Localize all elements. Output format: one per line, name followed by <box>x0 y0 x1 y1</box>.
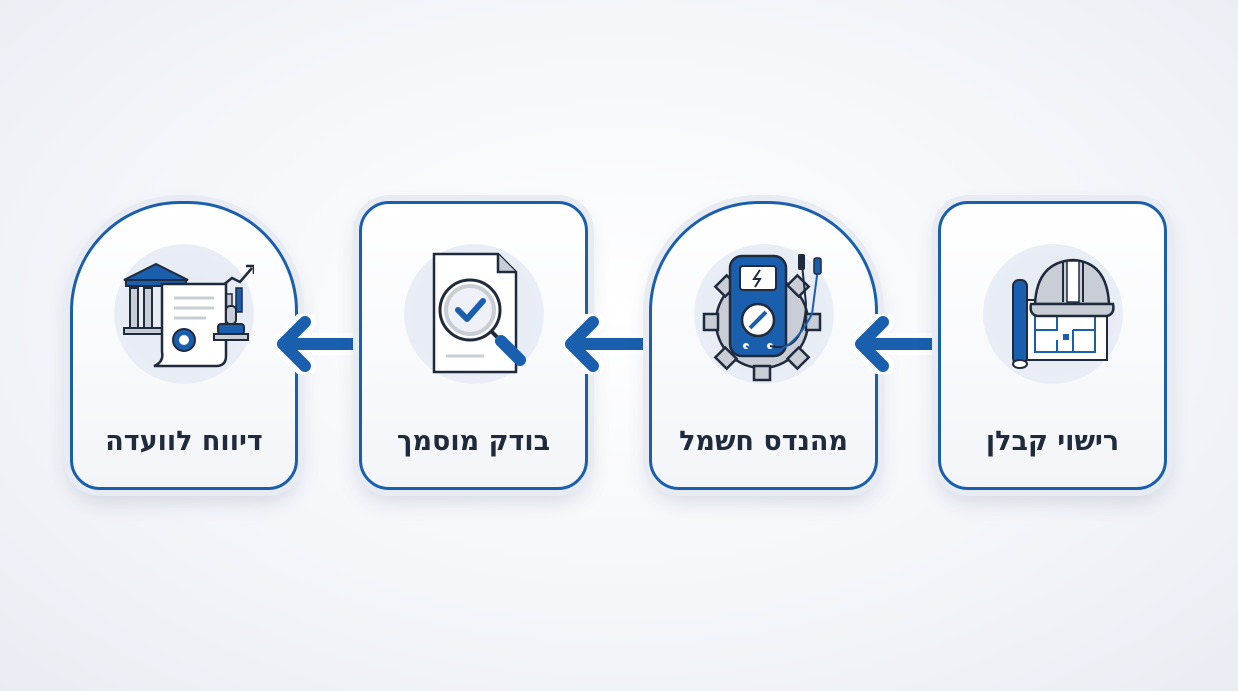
step-label-certified-inspector: בודק מוסמך <box>396 426 551 457</box>
step-label-report-to-committee: דיווח לוועדה <box>105 426 263 457</box>
step-card-report-to-committee: דיווח לוועדה <box>70 201 298 490</box>
multimeter-gear-icon <box>693 244 834 384</box>
step-label-contractor-licensing: רישוי קבלן <box>985 426 1120 457</box>
flow-arrow-left <box>850 311 963 377</box>
flow-arrow-left <box>272 311 385 377</box>
step-card-contractor-licensing: רישוי קבלן <box>938 201 1167 490</box>
hard-hat-blueprint-icon <box>982 244 1123 384</box>
document-magnifier-check-icon <box>403 244 544 384</box>
government-building-certificate-icon <box>114 244 254 384</box>
step-label-electrical-engineer: מהנדס חשמל <box>679 426 848 457</box>
flow-arrow-left <box>560 311 673 377</box>
step-card-electrical-engineer: מהנדס חשמל <box>649 201 878 490</box>
step-card-certified-inspector: בודק מוסמך <box>359 201 588 490</box>
